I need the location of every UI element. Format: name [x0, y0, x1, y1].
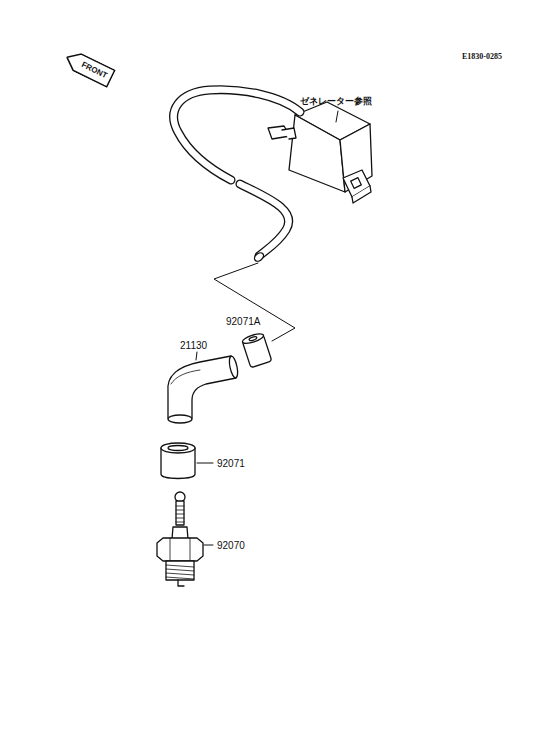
front-arrow: FRONT [62, 48, 116, 88]
callout-number: 21130 [180, 340, 207, 351]
reference-note: ゼネレーター参照 [300, 97, 372, 107]
callout-number: 92071 [217, 458, 245, 469]
callout-number: 92071A [226, 316, 260, 327]
reference-line [214, 263, 295, 341]
arrow-shape [63, 49, 115, 87]
ignition-coil [268, 102, 372, 203]
cap-92071A [241, 332, 271, 368]
boot-92071 [161, 443, 195, 479]
high-tension-cable [174, 90, 300, 263]
drawing-number: E1830-0285 [462, 53, 502, 62]
plug-cap-21130 [168, 356, 239, 423]
spark-plug-92070 [157, 492, 203, 586]
callout-number: 92070 [217, 540, 245, 551]
